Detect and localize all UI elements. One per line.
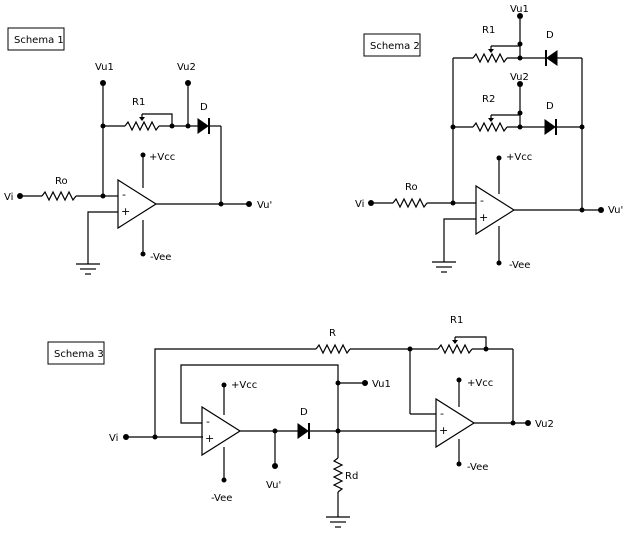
vee1-label: -Vee <box>211 493 232 504</box>
diode-d2-label: D <box>546 101 554 112</box>
minus-input: - <box>480 194 484 207</box>
vu1-terminal <box>362 380 368 386</box>
vi-label: Vi <box>4 192 13 203</box>
diode-d1 <box>546 50 558 66</box>
r2-resistor <box>472 121 508 133</box>
vu-label: Vu' <box>266 480 281 491</box>
vu-terminal <box>598 207 604 213</box>
vcc-label: +Vcc <box>506 152 532 163</box>
diode-d2 <box>544 119 556 135</box>
plus-input-2: + <box>439 424 448 437</box>
vu2-label: Vu2 <box>535 419 554 430</box>
vee-label: -Vee <box>150 252 171 263</box>
ro-label: Ro <box>55 176 68 187</box>
r1-label: R1 <box>482 25 495 36</box>
diode-d1-label: D <box>546 30 554 41</box>
vu-label: Vu' <box>257 200 272 211</box>
vu-label: Vu' <box>608 205 623 216</box>
schema-1-title: Schema 1 <box>14 35 64 46</box>
op-amp-1 <box>201 405 242 457</box>
ro-label: Ro <box>405 182 418 193</box>
vcc1-label: +Vcc <box>231 380 257 391</box>
r-resistor <box>315 343 351 355</box>
vcc2-label: +Vcc <box>467 378 493 389</box>
plus-input: + <box>121 205 130 218</box>
rd-resistor <box>332 457 344 493</box>
ro-resistor <box>392 197 428 209</box>
vee2-label: -Vee <box>467 462 488 473</box>
vu2-label: Vu2 <box>510 72 529 83</box>
r1-resistor <box>124 120 160 132</box>
vu1-label: Vu1 <box>510 4 529 15</box>
vcc-label: +Vcc <box>149 152 175 163</box>
op-amp <box>117 178 158 230</box>
op-amp-2 <box>435 397 476 449</box>
r1-label: R1 <box>450 315 463 326</box>
schema-3-title: Schema 3 <box>54 349 104 360</box>
schema-3: Schema 3 R R1 Vu1 - + +Vcc -Vee V <box>47 315 554 528</box>
vee-label: -Vee <box>509 260 530 271</box>
r1-label: R1 <box>132 97 145 108</box>
diode-d-label: D <box>300 407 308 418</box>
vu-terminal <box>272 463 278 469</box>
r2-label: R2 <box>482 94 495 105</box>
r1-resistor <box>472 52 508 64</box>
r1-resistor <box>437 343 473 355</box>
op-amp <box>475 184 516 236</box>
schema-1: Schema 1 Vu1 Vu2 R1 D - + +Vcc <box>4 27 272 275</box>
diode-d <box>297 423 309 439</box>
vu-terminal <box>246 201 252 207</box>
schema-2-title: Schema 2 <box>370 41 420 52</box>
schema-1-title-box <box>7 27 65 51</box>
vu1-label: Vu1 <box>95 62 114 73</box>
vu2-terminal <box>525 420 531 426</box>
vu1-label: Vu1 <box>372 379 391 390</box>
minus-input-1: - <box>206 415 210 428</box>
minus-input-2: - <box>440 407 444 420</box>
schema-3-title-box <box>47 341 105 365</box>
diode-d <box>197 118 209 134</box>
diode-d-label: D <box>200 102 208 113</box>
r-label: R <box>329 328 336 339</box>
vu2-label: Vu2 <box>177 62 196 73</box>
plus-input: + <box>479 211 488 224</box>
schema-2: Schema 2 Vu1 R1 D Vu2 R2 <box>355 4 623 273</box>
rd-label: Rd <box>345 471 358 482</box>
vi-label: Vi <box>355 199 364 210</box>
minus-input: - <box>122 188 126 201</box>
plus-input-1: + <box>205 432 214 445</box>
schema-2-title-box <box>363 33 421 57</box>
ro-resistor <box>41 190 77 202</box>
vi-label: Vi <box>109 433 118 444</box>
